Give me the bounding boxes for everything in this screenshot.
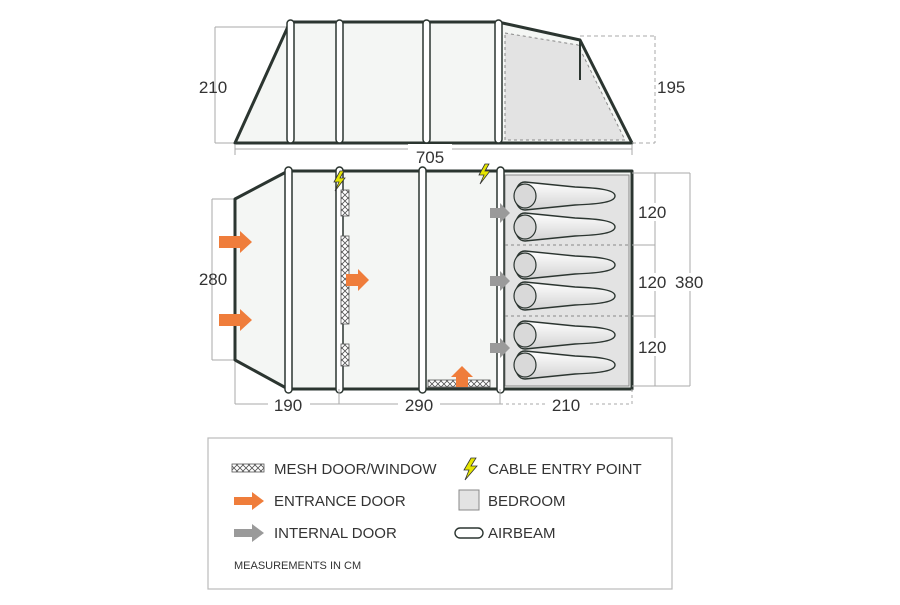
sleeping-bag (513, 281, 616, 311)
airbeam (286, 19, 295, 144)
airbeam (335, 19, 344, 144)
legend-bedroom-label: BEDROOM (488, 493, 566, 510)
sleeping-bag (513, 320, 616, 350)
legend: MESH DOOR/WINDOW ENTRANCE DOOR INTERNAL … (207, 437, 673, 590)
bedroom-legend-icon (458, 489, 480, 511)
mesh-window (340, 343, 350, 367)
cable-entry-icon (333, 170, 346, 192)
entrance-door-arrow (451, 366, 473, 387)
dim-label-bg (398, 396, 440, 414)
legend-mesh-label: MESH DOOR/WINDOW (274, 461, 437, 478)
internal-door-arrow (490, 338, 510, 358)
dim-label-bg (636, 203, 672, 221)
legend-cable-label: CABLE ENTRY POINT (488, 461, 642, 478)
dim-label-bg (408, 144, 452, 158)
sleeping-bags (513, 181, 616, 380)
internal-door-arrow (490, 203, 510, 223)
cable-entry-icon (478, 163, 491, 185)
height-left-label: 210 (199, 78, 227, 97)
dim-label-bg (545, 396, 587, 414)
segment-length-label: 290 (405, 396, 433, 415)
entrance-door-arrow (219, 231, 252, 253)
bedroom-width-label: 120 (638, 338, 666, 357)
dim-label-bg (674, 273, 710, 291)
segment-length-label: 190 (274, 396, 302, 415)
plan-view: 280 (199, 163, 710, 415)
sleeping-bag (513, 181, 616, 211)
airbeam (284, 166, 293, 394)
total-length-dimension: 705 (234, 144, 633, 167)
bedroom-width-label: 120 (638, 273, 666, 292)
legend-airbeam-label: AIRBEAM (488, 525, 556, 542)
entrance-door-arrow (219, 309, 252, 331)
total-length-label: 705 (416, 148, 444, 167)
bedroom-side-area (504, 32, 626, 141)
airbeam-legend-icon (454, 527, 484, 539)
dim-label-bg (268, 396, 310, 414)
side-view: 210 195 (199, 19, 685, 145)
sleeping-bag (513, 250, 616, 280)
sleeping-bag (513, 212, 616, 242)
sleeping-bag (513, 350, 616, 380)
mesh-window (340, 189, 350, 217)
airbeam (494, 19, 503, 144)
legend-box (207, 437, 673, 590)
airbeam (418, 166, 427, 394)
total-width-label: 380 (675, 273, 703, 292)
cable-entry-legend-icon (463, 457, 478, 481)
legend-entrance-label: ENTRANCE DOOR (274, 493, 406, 510)
entrance-door-arrow (346, 269, 369, 291)
height-right-label: 195 (657, 78, 685, 97)
legend-internal-label: INTERNAL DOOR (274, 525, 397, 542)
bedroom-width-label: 120 (638, 203, 666, 222)
plan-width-left-label: 280 (199, 270, 227, 289)
measurements-note: MEASUREMENTS IN CM (234, 560, 361, 572)
internal-door-arrow (490, 271, 510, 291)
airbeam (422, 19, 431, 144)
entrance-legend-icon (234, 492, 264, 510)
dim-label-bg (636, 338, 672, 356)
segment-length-label: 210 (552, 396, 580, 415)
internal-door-legend-icon (234, 524, 264, 542)
mesh-legend-icon (231, 463, 265, 473)
dim-label-bg (636, 273, 672, 291)
